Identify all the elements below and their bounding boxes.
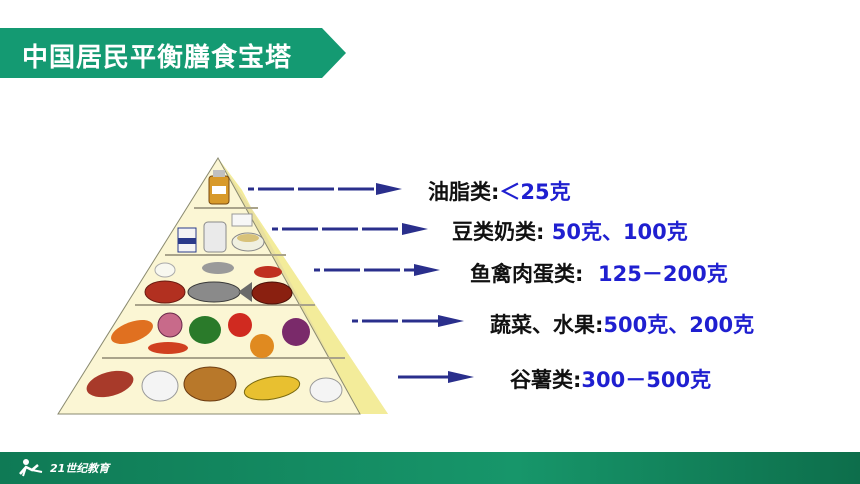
pyramid-shelves bbox=[102, 207, 345, 359]
level-category: 豆类奶类: bbox=[452, 220, 545, 244]
arrow-grain bbox=[398, 371, 474, 383]
level-amount: 50克、100克 bbox=[551, 220, 688, 244]
pyramid-arrows bbox=[248, 183, 474, 383]
grain-food-icons bbox=[86, 366, 343, 403]
arrow-oil bbox=[248, 183, 402, 195]
title-banner-shape bbox=[0, 28, 346, 78]
level-label-oil: 油脂类:＜25克 bbox=[428, 176, 571, 206]
level-category: 谷薯类: bbox=[510, 368, 582, 392]
oil-food-icon bbox=[208, 170, 230, 205]
level-label-meat: 鱼禽肉蛋类: 125－200克 bbox=[470, 258, 728, 288]
level-amount: 300－500克 bbox=[581, 368, 712, 392]
arrow-dairy bbox=[272, 223, 428, 235]
dairy-food-icons bbox=[177, 213, 265, 253]
footer-logo: 21世纪教育 bbox=[16, 458, 109, 478]
level-category: 蔬菜、水果: bbox=[490, 313, 604, 337]
level-label-grain: 谷薯类:300－500克 bbox=[510, 364, 711, 394]
runner-logo-icon bbox=[19, 459, 43, 477]
level-category: 鱼禽肉蛋类: bbox=[470, 262, 584, 286]
level-category: 油脂类: bbox=[428, 180, 500, 204]
level-label-vegetable: 蔬菜、水果:500克、200克 bbox=[490, 309, 754, 339]
vegetable-fruit-icons bbox=[111, 312, 310, 358]
arrow-vegetable bbox=[352, 315, 464, 327]
level-amount: 500克、200克 bbox=[603, 313, 755, 337]
page-title: 中国居民平衡膳食宝塔 bbox=[22, 43, 293, 73]
logo-text: 21世纪教育 bbox=[50, 462, 110, 475]
title-banner: 中国居民平衡膳食宝塔 bbox=[0, 28, 350, 78]
arrow-meat bbox=[314, 264, 440, 276]
level-amount: 125－200克 bbox=[598, 262, 728, 286]
level-label-dairy: 豆类奶类: 50克、100克 bbox=[452, 216, 688, 246]
footer-bar bbox=[0, 452, 860, 484]
meat-food-icons bbox=[144, 262, 293, 305]
level-amount: ＜25克 bbox=[499, 180, 571, 204]
